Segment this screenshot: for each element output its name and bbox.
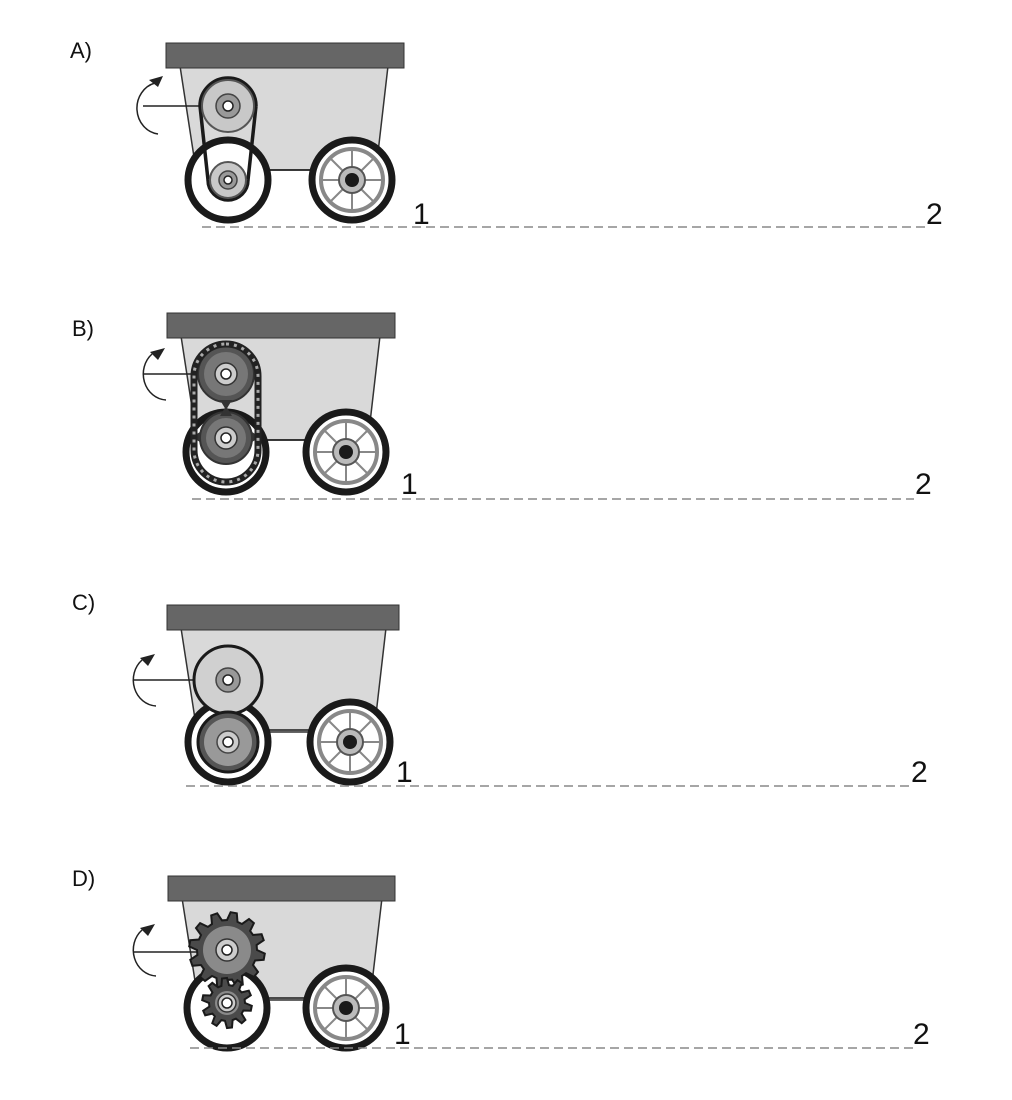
end-point-label: 2: [915, 468, 932, 501]
panel-d: D) 1 2: [0, 830, 1012, 1090]
start-point-label: 1: [394, 1018, 411, 1051]
belt: [198, 76, 258, 202]
front-wheel: [306, 698, 394, 786]
panel-c: C): [0, 560, 1012, 820]
start-point-label: 1: [401, 468, 418, 501]
panel-a: A): [0, 0, 1012, 260]
upper-sprocket: [197, 345, 255, 410]
panel-label: B): [72, 316, 94, 341]
lower-sprocket: [192, 406, 260, 465]
cart-friction-drive: [132, 604, 912, 787]
panel-b: B): [0, 270, 1012, 540]
chain: [190, 340, 262, 486]
upper-friction-wheel: [192, 644, 264, 716]
lower-friction-wheel: [196, 710, 260, 774]
panel-label: D): [72, 866, 96, 891]
end-point-label: 2: [926, 198, 943, 231]
cart-top: [166, 312, 396, 339]
small-gear: [201, 976, 253, 1030]
panel-label: A): [70, 38, 92, 63]
panel-label: C): [72, 590, 96, 615]
front-wheel: [302, 408, 390, 496]
upper-pulley: [201, 79, 255, 133]
cart-top: [165, 42, 405, 69]
end-point-label: 2: [911, 756, 928, 789]
large-gear: [188, 911, 266, 989]
front-wheel: [302, 964, 390, 1052]
lower-pulley: [209, 161, 247, 199]
cart-chain-drive: [142, 312, 914, 500]
cart-top: [167, 875, 396, 902]
cart-belt-drive: [136, 42, 926, 228]
front-wheel: [308, 136, 396, 224]
end-point-label: 2: [913, 1018, 930, 1051]
cart-gear-drive: [132, 875, 914, 1052]
start-point-label: 1: [396, 756, 413, 789]
cart-top: [166, 604, 400, 631]
start-point-label: 1: [413, 198, 430, 231]
